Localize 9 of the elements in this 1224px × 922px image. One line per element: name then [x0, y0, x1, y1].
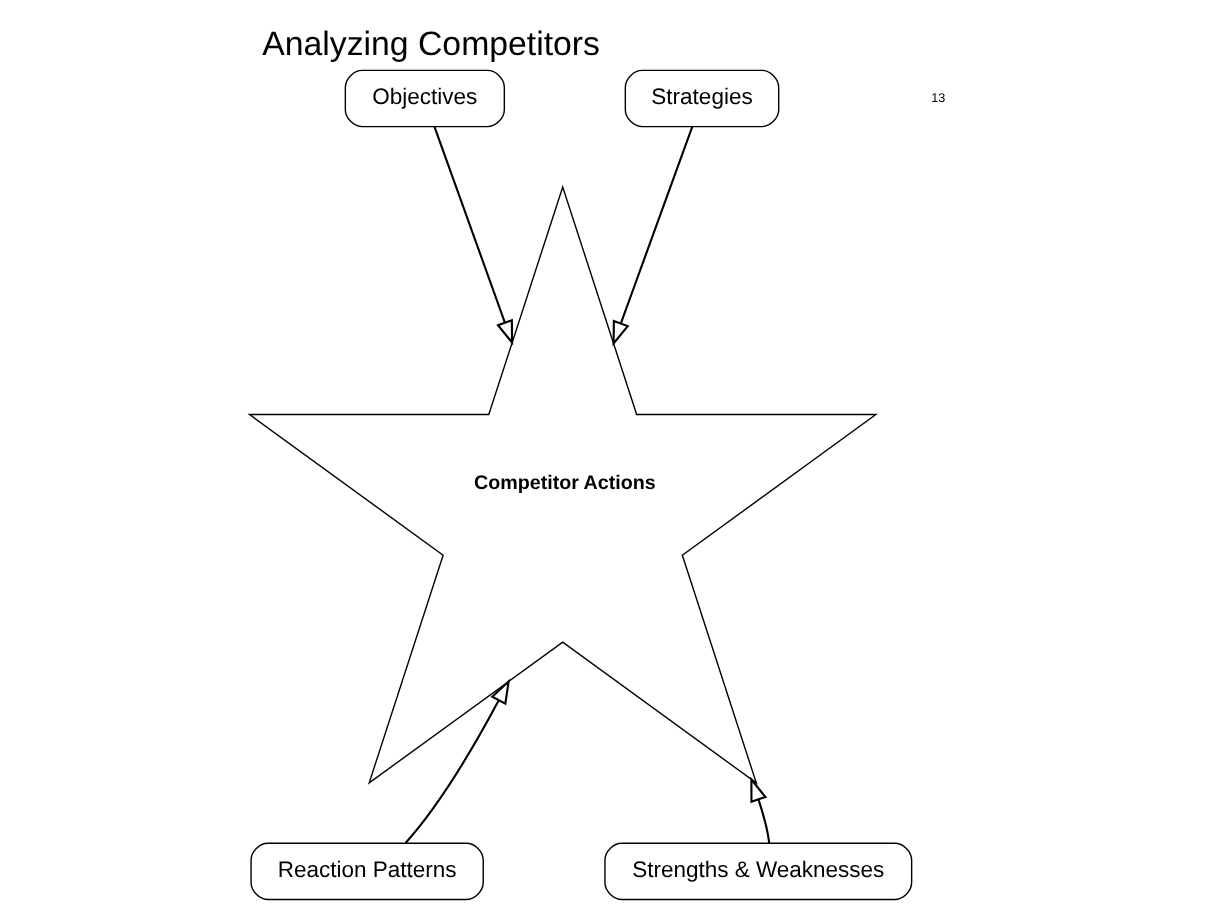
arrow — [749, 776, 770, 844]
node-box: Reaction Patterns — [249, 842, 483, 901]
arrow — [403, 678, 510, 844]
diagram-title: Analyzing Competitors — [261, 25, 599, 64]
node-box: Strategies — [623, 69, 779, 128]
arrow — [432, 126, 513, 346]
node-box: Objectives — [343, 69, 505, 128]
arrow — [611, 126, 693, 347]
node-box: Strengths & Weaknesses — [603, 842, 912, 901]
